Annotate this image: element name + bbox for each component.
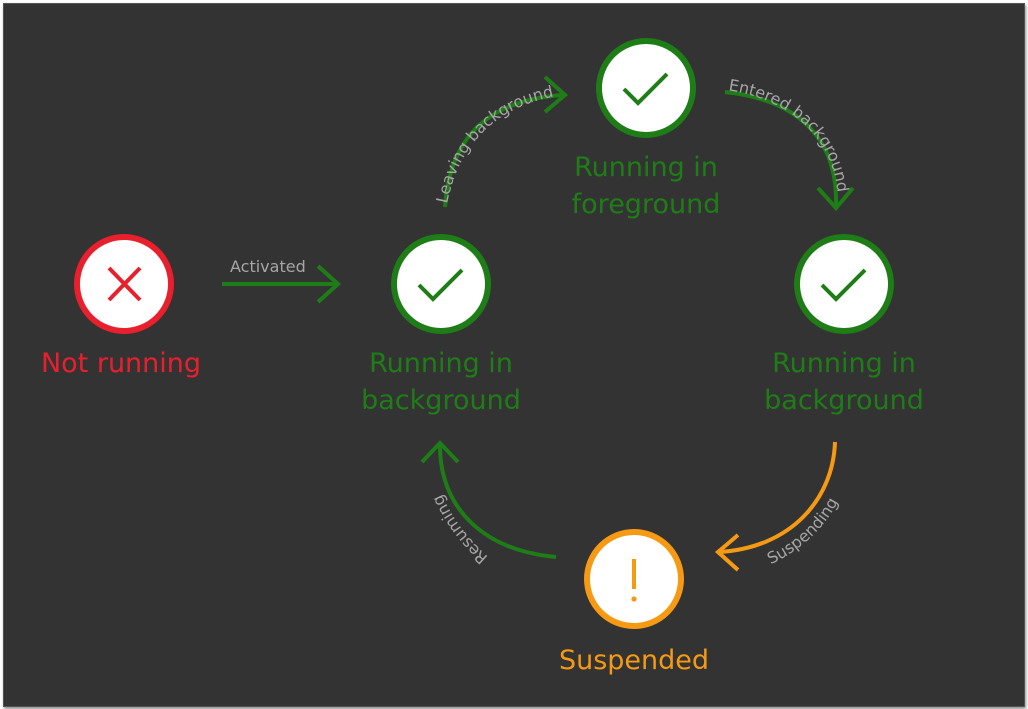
diagram-frame <box>3 3 1025 707</box>
state-background-right: Running in background <box>764 234 924 416</box>
background-right-circle <box>794 234 894 334</box>
check-icon <box>417 268 464 302</box>
x-icon <box>107 266 142 302</box>
leaving-background-arrow <box>443 75 569 208</box>
not-running-label: Not running <box>41 348 201 379</box>
foreground-circle <box>596 38 696 138</box>
background-right-label-line1: Running in <box>772 348 916 379</box>
suspending-label: Suspending <box>764 494 842 568</box>
entered-background-label: Entered background <box>727 75 852 193</box>
state-background-left: Running in background <box>361 234 521 416</box>
check-icon <box>820 268 867 302</box>
suspended-label: Suspended <box>559 645 709 676</box>
entered-background-arrow <box>724 90 855 212</box>
background-right-label-line2: background <box>764 385 924 416</box>
activated-label: Activated <box>230 257 306 276</box>
state-suspended: Suspended <box>559 529 709 676</box>
state-foreground: Running in foreground <box>572 38 721 220</box>
check-icon <box>622 72 669 106</box>
activated-arrow <box>222 264 341 304</box>
foreground-label-line1: Running in <box>574 152 718 183</box>
state-not-running: Not running <box>41 234 201 379</box>
background-left-circle <box>391 234 491 334</box>
foreground-label-line2: foreground <box>572 189 721 220</box>
background-left-label-line1: Running in <box>369 348 513 379</box>
leaving-background-label: Leaving background <box>432 82 555 205</box>
suspending-arrow <box>714 441 837 572</box>
background-left-label-line2: background <box>361 385 521 416</box>
exclamation-icon <box>631 559 637 602</box>
resuming-arrow <box>420 440 557 559</box>
